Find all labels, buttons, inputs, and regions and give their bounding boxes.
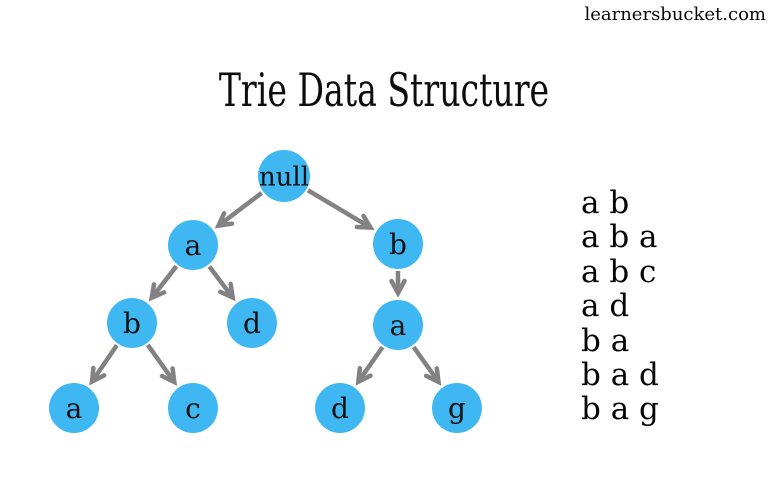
- node-circle: [49, 383, 99, 433]
- tree-edge-a1-d1: [207, 265, 236, 302]
- page-title: Trie Data Structure: [218, 63, 550, 117]
- tree-nodes: null a b b d a a c d g: [49, 150, 482, 433]
- tree-node-d2: d: [315, 383, 365, 433]
- tree-edge-b2-c1: [145, 343, 178, 386]
- word-item-6: b a g: [581, 391, 659, 428]
- node-circle: [258, 150, 310, 202]
- word-item-4: b a: [581, 322, 630, 359]
- tree-node-c1: c: [168, 383, 218, 433]
- tree-edges: [89, 188, 442, 386]
- node-circle: [373, 300, 423, 350]
- node-circle: [227, 298, 277, 348]
- node-label: c: [185, 392, 201, 425]
- tree-edge-b2-a3: [89, 344, 119, 386]
- node-label: b: [389, 228, 407, 261]
- node-circle: [432, 383, 482, 433]
- word-item-3: a d: [581, 288, 630, 325]
- tree-edge-root-b1: [306, 188, 375, 231]
- word-item-5: b a d: [581, 357, 659, 394]
- node-label: d: [331, 392, 349, 425]
- watermark-text: learnersbucket.com: [584, 4, 766, 25]
- tree-node-root: null: [258, 150, 310, 202]
- node-label: a: [390, 309, 407, 342]
- word-item-0: a b: [581, 185, 630, 221]
- node-label: b: [123, 307, 141, 340]
- tree-node-a2: a: [373, 300, 423, 350]
- word-item-2: a b c: [581, 253, 657, 290]
- node-label: g: [448, 392, 466, 425]
- node-label: d: [243, 307, 261, 340]
- tree-node-b2: b: [107, 298, 157, 348]
- word-item-1: a b a: [581, 219, 658, 256]
- tree-edge-a2-g1: [411, 345, 442, 386]
- node-label: a: [185, 229, 202, 262]
- tree-node-b1: b: [373, 219, 423, 269]
- tree-edge-a2-d2: [355, 345, 385, 386]
- node-label: null: [259, 162, 309, 192]
- tree-edge-root-a1: [214, 191, 264, 229]
- node-circle: [168, 383, 218, 433]
- tree-node-d1: d: [227, 298, 277, 348]
- tree-node-a1: a: [168, 220, 218, 270]
- node-circle: [373, 219, 423, 269]
- node-circle: [107, 298, 157, 348]
- node-circle: [168, 220, 218, 270]
- tree-edge-a1-b2: [148, 264, 179, 302]
- node-circle: [315, 383, 365, 433]
- tree-node-g1: g: [432, 383, 482, 433]
- node-label: a: [66, 392, 83, 425]
- tree-node-a3: a: [49, 383, 99, 433]
